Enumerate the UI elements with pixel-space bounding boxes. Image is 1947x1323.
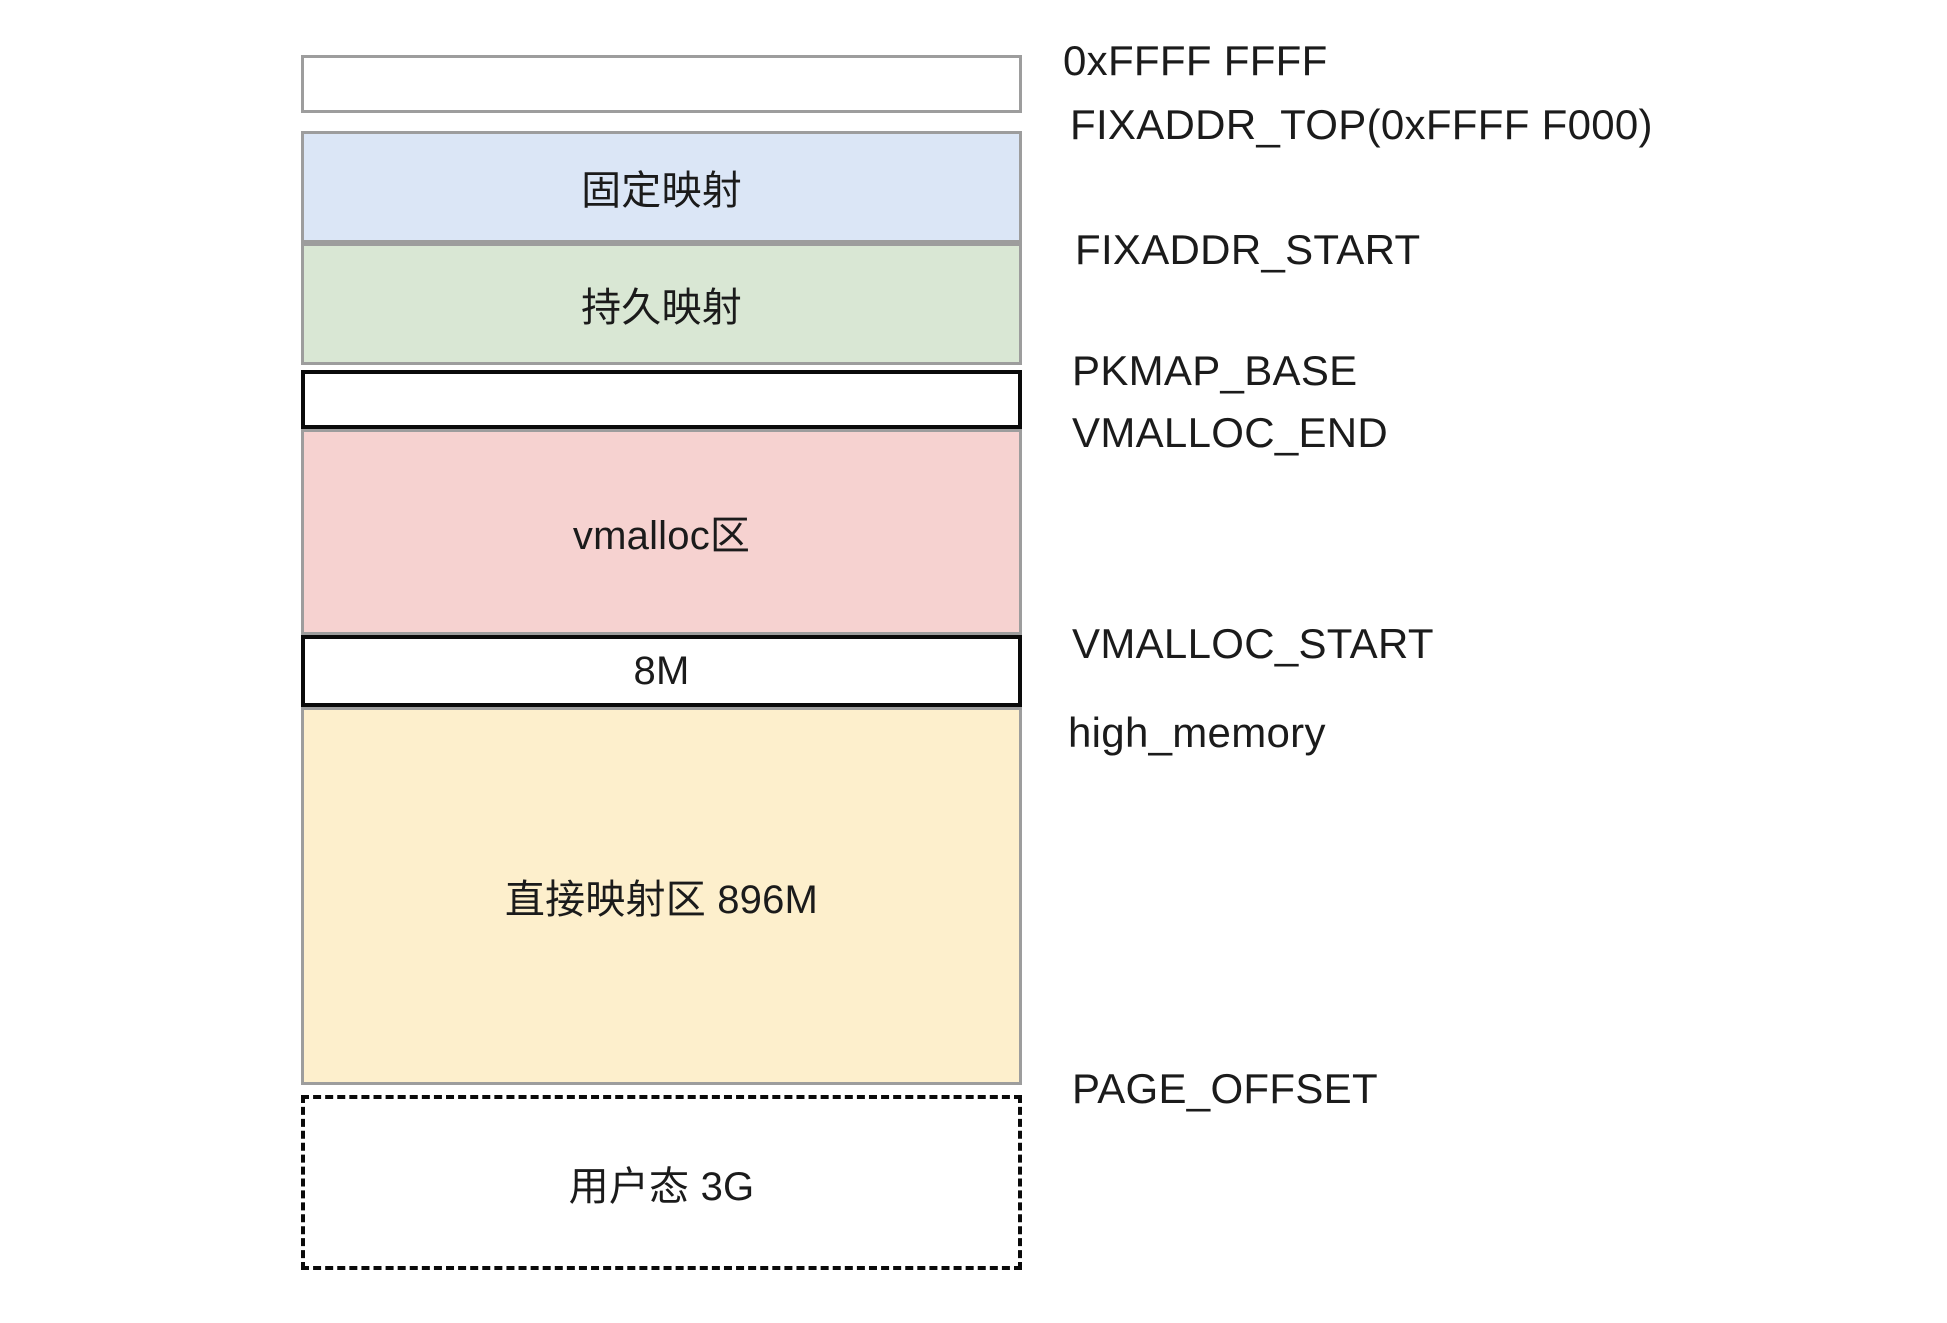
address-label-high-memory: high_memory bbox=[1068, 709, 1326, 756]
address-label-pkmap-base: PKMAP_BASE bbox=[1072, 347, 1358, 394]
memory-block-direct-mapping: 直接映射区 896M bbox=[301, 707, 1022, 1085]
memory-block-top-reserved bbox=[301, 55, 1022, 113]
address-label-vmalloc-end: VMALLOC_END bbox=[1072, 409, 1389, 456]
memory-block-gap-8m: 8M bbox=[301, 635, 1022, 707]
memory-block-label: 用户态 3G bbox=[568, 1164, 755, 1209]
address-label-page-offset: PAGE_OFFSET bbox=[1072, 1065, 1378, 1112]
address-label-fixaddr-top: FIXADDR_TOP(0xFFFF F000) bbox=[1070, 101, 1653, 148]
memory-block-label: 持久映射 bbox=[581, 286, 742, 330]
memory-block-user-space: 用户态 3G bbox=[301, 1095, 1022, 1270]
memory-block-label: 固定映射 bbox=[581, 169, 742, 213]
memory-block-vmalloc-area: vmalloc区 bbox=[301, 429, 1022, 635]
memory-block-label: 8M bbox=[633, 648, 690, 693]
memory-block-pkmap-gap bbox=[301, 370, 1022, 429]
address-label-vmalloc-start: VMALLOC_START bbox=[1072, 620, 1434, 667]
address-label-top-address: 0xFFFF FFFF bbox=[1063, 37, 1328, 84]
memory-block-persistent-mapping: 持久映射 bbox=[301, 243, 1022, 365]
address-label-fixaddr-start: FIXADDR_START bbox=[1075, 226, 1421, 273]
memory-block-label: 直接映射区 896M bbox=[504, 878, 819, 922]
memory-block-label: vmalloc区 bbox=[572, 514, 751, 558]
memory-block-fixed-mapping: 固定映射 bbox=[301, 131, 1022, 243]
